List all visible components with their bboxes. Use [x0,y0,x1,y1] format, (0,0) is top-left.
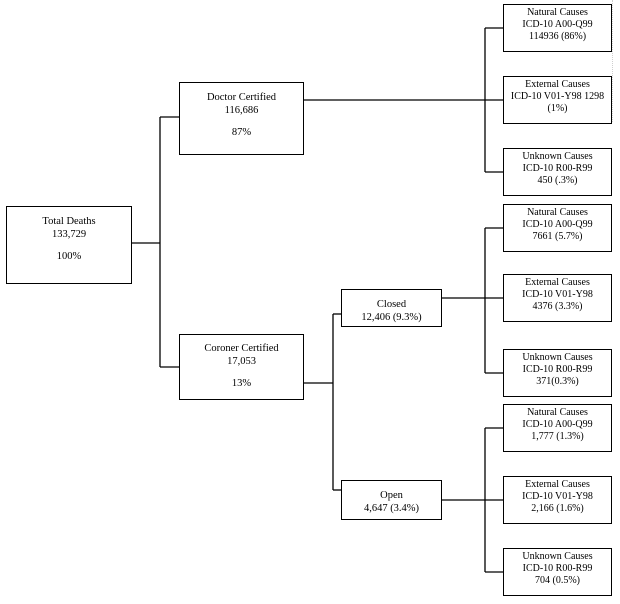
leaf-icd: ICD-10 V01-Y98 1298 [510,91,605,102]
open-title: Open [380,490,403,501]
leaf-value: 371(0.3%) [536,376,579,387]
leaf-label: Unknown Causes [522,352,593,363]
coroner-pct: 13% [231,378,252,389]
dotted-guide-line [612,0,613,122]
leaf-value: (1%) [547,103,568,114]
leaf-label: External Causes [525,277,590,288]
leaf-value: 114936 (86%) [528,31,587,42]
leaf-icd: ICD-10 A00-Q99 [522,419,593,430]
leaf-label: Unknown Causes [522,151,593,162]
doctor-pct: 87% [231,127,252,138]
leaf-value: 4376 (3.3%) [532,301,583,312]
leaf-label: Natural Causes [527,7,588,18]
open-value: 4,647 (3.4%) [363,502,420,514]
total-title: Total Deaths [42,216,96,227]
leaf-icd: ICD-10 R00-R99 [522,364,593,375]
leaf-doctor-unknown: Unknown Causes ICD-10 R00-R99 450 (.3%) [503,148,612,196]
node-total-deaths: Total Deaths 133,729 100% [6,206,132,284]
node-open: Open 4,647 (3.4%) [341,480,442,520]
leaf-icd: ICD-10 V01-Y98 [522,491,593,502]
node-closed: Closed 12,406 (9.3%) [341,289,442,327]
leaf-open-natural: Natural Causes ICD-10 A00-Q99 1,777 (1.3… [503,404,612,452]
leaf-value: 450 (.3%) [537,175,578,186]
leaf-icd: ICD-10 V01-Y98 [522,289,593,300]
leaf-doctor-external: External Causes ICD-10 V01-Y98 1298 (1%) [503,76,612,124]
leaf-icd: ICD-10 R00-R99 [522,563,593,574]
leaf-open-unknown: Unknown Causes ICD-10 R00-R99 704 (0.5%) [503,548,612,596]
leaf-value: 2,166 (1.6%) [531,503,584,514]
closed-value: 12,406 (9.3%) [361,311,422,323]
doctor-count: 116,686 [224,104,259,116]
leaf-closed-external: External Causes ICD-10 V01-Y98 4376 (3.3… [503,274,612,322]
coroner-title: Coroner Certified [204,343,279,354]
total-count: 133,729 [51,228,87,240]
leaf-closed-natural: Natural Causes ICD-10 A00-Q99 7661 (5.7%… [503,204,612,252]
closed-title: Closed [376,299,407,310]
leaf-open-external: External Causes ICD-10 V01-Y98 2,166 (1.… [503,476,612,524]
leaf-icd: ICD-10 A00-Q99 [522,19,593,30]
leaf-label: External Causes [525,479,590,490]
leaf-label: External Causes [525,79,590,90]
leaf-icd: ICD-10 R00-R99 [522,163,593,174]
doctor-title: Doctor Certified [206,92,277,103]
leaf-value: 704 (0.5%) [535,575,580,586]
node-coroner-certified: Coroner Certified 17,053 13% [179,334,304,400]
leaf-value: 1,777 (1.3%) [531,431,584,442]
leaf-value: 7661 (5.7%) [532,231,583,242]
leaf-closed-unknown: Unknown Causes ICD-10 R00-R99 371(0.3%) [503,349,612,397]
total-pct: 100% [56,251,82,262]
leaf-label: Natural Causes [527,407,588,418]
leaf-label: Natural Causes [527,207,588,218]
leaf-label: Unknown Causes [522,551,593,562]
leaf-doctor-natural: Natural Causes ICD-10 A00-Q99 114936 (86… [503,4,612,52]
leaf-icd: ICD-10 A00-Q99 [522,219,593,230]
coroner-count: 17,053 [227,355,256,367]
node-doctor-certified: Doctor Certified 116,686 87% [179,82,304,155]
